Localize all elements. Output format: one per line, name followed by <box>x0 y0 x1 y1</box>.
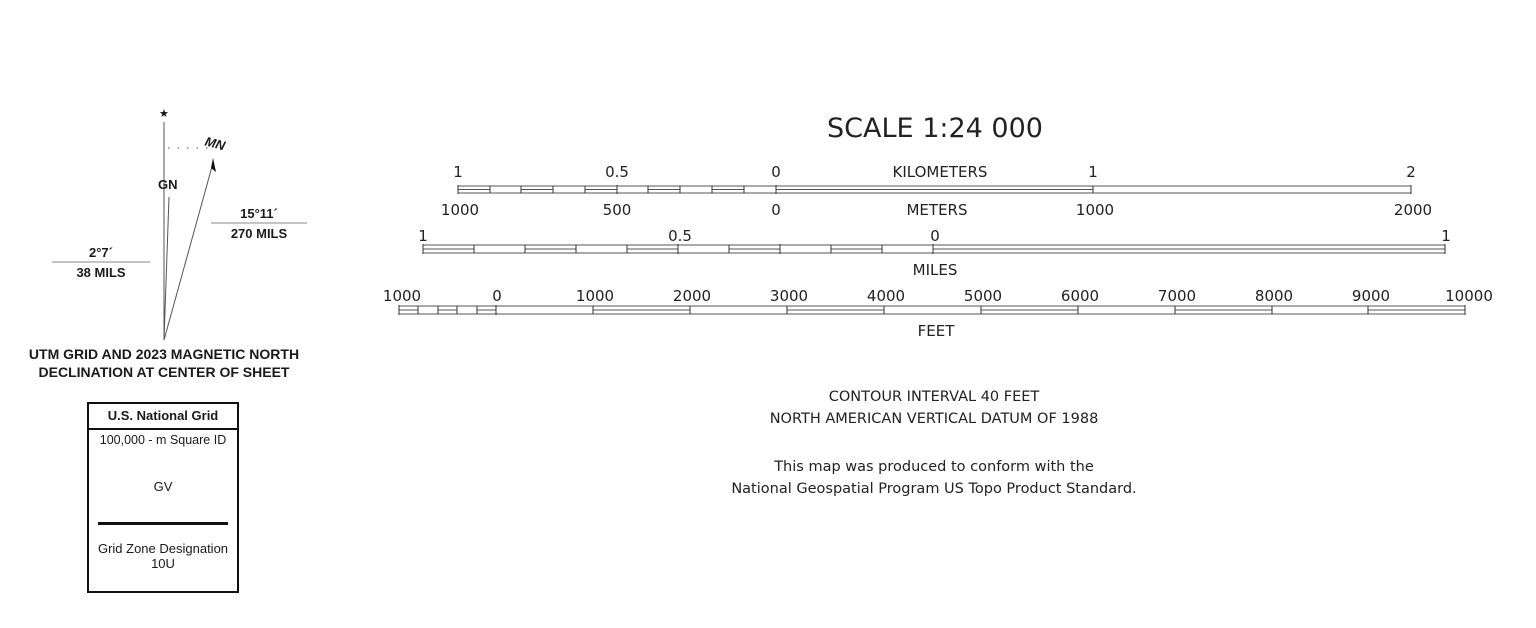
magnetic-north-arrow-icon <box>211 158 216 172</box>
mile-tick-label: 0.5 <box>668 227 692 245</box>
feet-unit-label: FEET <box>917 322 955 340</box>
feet-tick-label: 6000 <box>1060 287 1100 305</box>
mile-tick-label: 1 <box>418 227 428 245</box>
gzd-value: 10U <box>151 556 175 571</box>
feet-tick-label: 3000 <box>769 287 809 305</box>
contour-interval-note: CONTOUR INTERVAL 40 FEET <box>828 389 1040 405</box>
usng-title: U.S. National Grid <box>89 404 237 430</box>
gzd-label: Grid Zone Designation <box>97 541 229 556</box>
feet-tick-label: 9000 <box>1351 287 1391 305</box>
vertical-datum-note: NORTH AMERICAN VERTICAL DATUM OF 1988 <box>769 411 1099 427</box>
mile-tick-label: 1 <box>1441 227 1451 245</box>
standard-note-line1: This map was produced to conform with th… <box>774 459 1094 475</box>
meter-tick-label: 2000 <box>1393 201 1433 219</box>
mile-tick-label: 0 <box>930 227 940 245</box>
km-tick-label: 2 <box>1406 163 1416 181</box>
feet-tick-label: 5000 <box>963 287 1003 305</box>
meter-tick-label: 1000 <box>1075 201 1115 219</box>
feet-tick-label: 0 <box>492 287 502 305</box>
km-tick-label: 0.5 <box>605 163 629 181</box>
declination-caption-line2: DECLINATION AT CENTER OF SHEET <box>38 364 290 380</box>
meter-unit-label: METERS <box>906 201 968 219</box>
meter-tick-label: 0 <box>771 201 781 219</box>
grid-north-label: GN <box>158 177 178 192</box>
usng-box: U.S. National Grid 100,000 - m Square ID… <box>87 402 239 593</box>
feet-tick-label: 2000 <box>672 287 712 305</box>
grid-declination-mils: 38 MILS <box>76 265 126 280</box>
grid-declination-degrees: 2°7´ <box>89 245 113 260</box>
scale-title: SCALE 1:24 000 <box>827 113 1043 144</box>
km-unit-label: KILOMETERS <box>892 163 988 181</box>
square-id-label: 100,000 - m Square ID <box>99 433 227 447</box>
square-id-value: GV <box>153 479 173 494</box>
feet-tick-label: 10000 <box>1445 287 1493 305</box>
magnetic-declination-mils: 270 MILS <box>230 226 288 241</box>
magnetic-declination-degrees: 15°11´ <box>240 206 278 221</box>
meter-tick-label: 1000 <box>440 201 480 219</box>
feet-tick-label: 7000 <box>1157 287 1197 305</box>
mile-unit-label: MILES <box>912 261 958 279</box>
meter-tick-label: 500 <box>602 201 632 219</box>
usng-divider <box>98 522 228 525</box>
feet-tick-label: 4000 <box>866 287 906 305</box>
true-north-star-icon: ★ <box>159 107 169 120</box>
feet-tick-label: 8000 <box>1254 287 1294 305</box>
km-tick-label: 1 <box>453 163 463 181</box>
feet-tick-label: 1000 <box>382 287 422 305</box>
km-tick-label: 0 <box>771 163 781 181</box>
feet-tick-label: 1000 <box>575 287 615 305</box>
standard-note-line2: National Geospatial Program US Topo Prod… <box>731 481 1137 497</box>
declination-caption-line1: UTM GRID AND 2023 MAGNETIC NORTH <box>28 346 300 362</box>
km-tick-label: 1 <box>1088 163 1098 181</box>
